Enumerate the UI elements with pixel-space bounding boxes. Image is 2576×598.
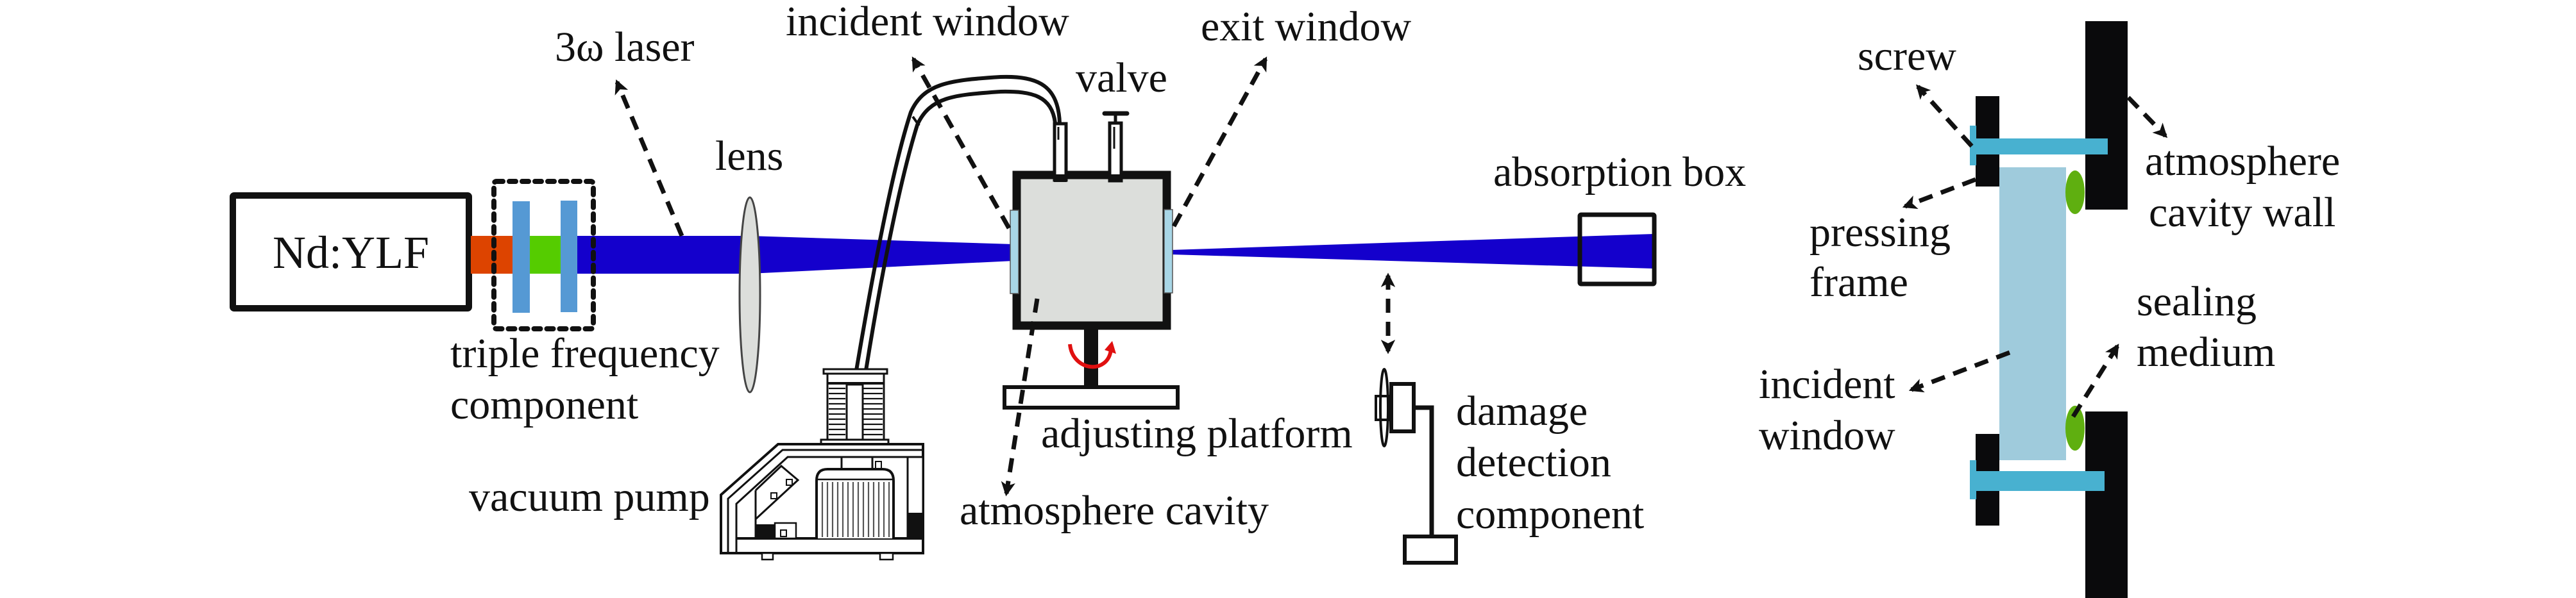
inset-incident-window-label-1: incident [1759, 361, 1895, 408]
sealing-medium-lower [2065, 406, 2085, 451]
screw-lower-shaft [1970, 471, 2105, 491]
third-harmonic-beam-diverging [1171, 234, 1654, 269]
rotation-arrow-icon [1068, 344, 1113, 369]
adjusting-platform [1003, 328, 1180, 410]
laser-label: 3ω laser [555, 24, 695, 71]
damage-detection-label-2: detection [1456, 439, 1611, 486]
atmosphere-cavity [1012, 111, 1171, 330]
sealing-medium-label-1: sealing [2137, 278, 2257, 325]
exit-window-pointer [1171, 56, 1268, 228]
vacuum-pump-label: vacuum pump [469, 474, 710, 520]
damage-detection-component [1375, 272, 1458, 565]
triple-frequency-label-2: component [450, 381, 638, 428]
atmosphere-cavity-pointer [1001, 298, 1040, 497]
third-harmonic-beam-collimated [577, 236, 749, 274]
triple-frequency-label-1: triple frequency [450, 330, 720, 377]
crystal-shg [513, 201, 530, 313]
cavity-wall-label-1: atmosphere [2145, 138, 2340, 185]
pressing-frame-label-1: pressing [1809, 209, 1951, 256]
sealing-medium-upper [2065, 170, 2085, 214]
lens-label: lens [715, 133, 783, 179]
exit-window [1164, 209, 1173, 294]
screw-pointer [1915, 84, 1974, 148]
laser-pointer-arrow [614, 79, 684, 237]
valve-label: valve [1076, 54, 1167, 101]
inset-incident-window-pointer [1908, 350, 2011, 393]
sealing-medium-pointer [2071, 344, 2119, 418]
damage-detection-label-1: damage [1456, 388, 1588, 435]
nd-ylf-label: Nd:YLF [273, 227, 429, 278]
cavity-wall-upper [2085, 21, 2128, 210]
pressing-frame-pointer [1902, 177, 1977, 210]
inset-incident-window-glass [1999, 167, 2066, 460]
adjusting-platform-label: adjusting platform [1041, 410, 1353, 457]
atmosphere-cavity-label: atmosphere cavity [960, 487, 1269, 534]
nd-ylf-laser: Nd:YLF [230, 192, 472, 311]
damage-detection-label-3: component [1456, 491, 1644, 538]
incident-window-label: incident window [786, 0, 1069, 45]
inset-incident-window-label-2: window [1759, 412, 1895, 459]
lens [738, 196, 761, 394]
cavity-wall-lower [2085, 411, 2128, 598]
cavity-wall-label-2: cavity wall [2149, 189, 2335, 236]
incident-window [1010, 210, 1019, 294]
vacuum-pump [720, 74, 1062, 561]
crystal-thg [561, 201, 577, 312]
screw-label: screw [1858, 33, 1956, 79]
window-mount-inset [1970, 21, 2128, 598]
absorption-box-label: absorption box [1493, 149, 1746, 195]
exit-window-label: exit window [1201, 3, 1411, 50]
screw-upper-shaft [1970, 138, 2108, 154]
second-harmonic-beam [530, 236, 561, 274]
sealing-medium-label-2: medium [2137, 329, 2275, 376]
triple-frequency-dashed-box [491, 179, 596, 331]
third-harmonic-beam-focusing [749, 236, 1013, 274]
incident-window-pointer [911, 56, 1012, 229]
pressing-frame-label-2: frame [1809, 259, 1908, 306]
cavity-wall-pointer [2126, 96, 2168, 138]
absorption-box [1577, 212, 1657, 287]
valve [1102, 111, 1130, 183]
